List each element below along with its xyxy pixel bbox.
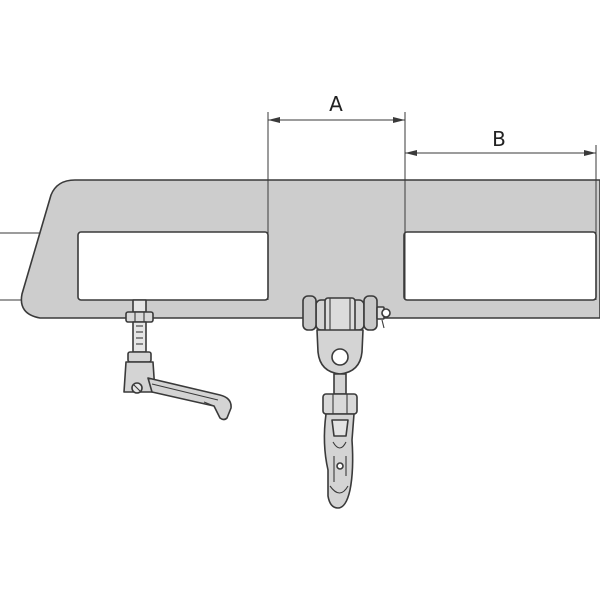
swivel-nut (322, 393, 358, 415)
dimension-a-label: A (329, 92, 343, 116)
dimension-a-arrow-right (393, 117, 405, 123)
beam-window-right (403, 231, 597, 301)
clamp-screw (132, 299, 147, 313)
dimension-b-label: B (492, 127, 506, 151)
hook-latch-pin (336, 462, 344, 470)
clamping-lever (123, 299, 232, 421)
hook-body (323, 413, 355, 509)
clamp-collar (127, 351, 152, 363)
hook-safety-latch (331, 419, 349, 437)
shackle-hook-assembly (302, 295, 391, 509)
shackle-side-plate-left (302, 295, 317, 331)
beam-window-left (77, 231, 269, 301)
dimension-b-arrow-right (584, 150, 596, 156)
dimension-a: A (267, 92, 406, 300)
shackle-side-plate-right (363, 295, 378, 331)
dimension-b-arrow-left (405, 150, 417, 156)
shackle-eye-hole (331, 348, 349, 366)
dimension-b: B (405, 127, 597, 300)
lever-arm (147, 377, 232, 421)
dimension-a-arrow-left (268, 117, 280, 123)
swivel-neck (333, 373, 347, 395)
cotter-pin (381, 308, 391, 318)
clamp-nut (125, 311, 154, 323)
